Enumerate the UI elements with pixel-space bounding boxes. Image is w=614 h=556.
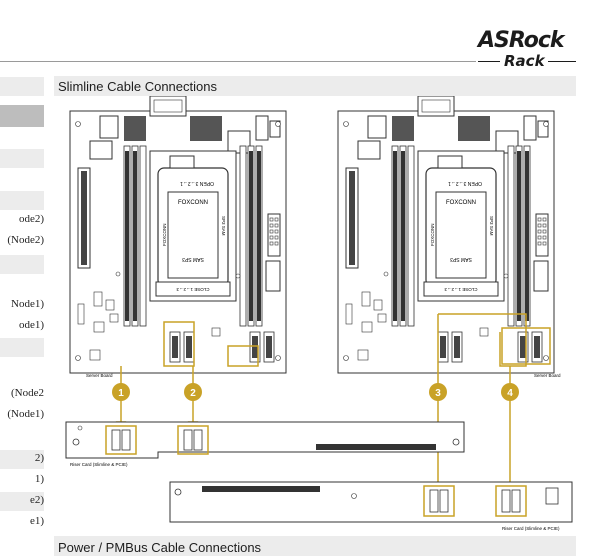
pcie-slot-top <box>316 444 436 450</box>
left-table-cell: e1) <box>29 515 44 527</box>
left-table-row <box>0 191 44 210</box>
left-table-row: (Node1) <box>0 406 44 425</box>
section-title: Slimline Cable Connections <box>58 79 217 94</box>
callout-group: 1 2 3 4 <box>112 383 519 401</box>
left-table-cell: 2) <box>34 452 44 464</box>
cpu-socket-label: SAM SP3 <box>450 256 472 262</box>
section-header-band <box>54 76 576 96</box>
callout-4: 4 <box>507 388 513 399</box>
left-table-cell: (Node2) <box>7 234 44 246</box>
left-table-row: e1) <box>0 513 44 532</box>
left-table-row <box>0 149 44 168</box>
left-table-row: ode2) <box>0 211 44 230</box>
riser-bottom-label: Riser Card (Slimline & PCIE) <box>502 526 560 531</box>
slimline-cable-diagram: OPEN 3→2→1 FOXCONN SAM SP3 FOXCONN SP3 S… <box>65 96 573 531</box>
highlight-right-route <box>438 313 527 367</box>
cable-highlights <box>163 313 551 367</box>
server-board-label-left: Server Board <box>86 373 113 378</box>
left-table-cell: ode2) <box>18 213 44 225</box>
left-table-cell: (Node2 <box>11 387 44 399</box>
left-table-header <box>0 77 44 96</box>
cpu-open-label: OPEN 3→2→1 <box>180 180 214 186</box>
left-table-cell: Node1) <box>11 298 44 310</box>
asrock-rack-logo: ASRock Rack <box>478 28 578 70</box>
highlight-left-connectors-2 <box>227 345 259 367</box>
header-rule <box>0 61 476 62</box>
riser-card-top: Riser Card (Slimline & PCIE) <box>65 421 465 467</box>
left-table-row <box>0 170 44 189</box>
server-board-left: OPEN 3→2→1 FOXCONN SAM SP3 FOXCONN SP3 S… <box>69 96 287 378</box>
left-table-cell: ode1) <box>18 319 44 331</box>
riser-bottom-connector-2-highlight <box>495 485 527 517</box>
callout-2: 2 <box>190 388 196 399</box>
left-table-cell: (Node1) <box>7 408 44 420</box>
logo-brand-bottom: Rack <box>504 52 545 70</box>
left-table-heading-row <box>0 105 44 127</box>
logo-brand-top: ASRock <box>478 28 565 53</box>
left-table-row: 1) <box>0 471 44 490</box>
logo-rule-left <box>478 61 500 62</box>
callout-3-circle <box>429 383 447 401</box>
cpu-side-left-label: FOXCONN <box>162 224 167 247</box>
callout-4-circle <box>501 383 519 401</box>
left-table-cell: 1) <box>34 473 44 485</box>
server-board-right: OPEN 3→2→1 FOXCONN SAM SP3 FOXCONN SP3 S… <box>337 96 561 378</box>
callout-1-circle <box>112 383 130 401</box>
cpu-side-right-label: SP3 SAM <box>489 216 494 236</box>
callout-3: 3 <box>435 388 441 399</box>
riser-top-connector-2-highlight <box>177 425 209 455</box>
riser-top-label: Riser Card (Slimline & PCIE) <box>70 462 128 467</box>
left-table-cell: e2) <box>29 494 44 506</box>
left-table-row: (Node2) <box>0 232 44 251</box>
left-table-row: (Node2 <box>0 385 44 404</box>
left-table-row: 2) <box>0 450 44 469</box>
left-table-row <box>0 255 44 274</box>
cpu-side-left-label: FOXCONN <box>430 224 435 247</box>
highlight-right-connectors <box>501 327 551 365</box>
riser-bottom-connector-1-highlight <box>423 485 455 517</box>
callout-1: 1 <box>118 388 124 399</box>
cpu-brand-label: FOXCONN <box>446 200 476 206</box>
cpu-close-label: CLOSE 1→2→3 <box>176 287 210 292</box>
cpu-socket-label: SAM SP3 <box>182 256 204 262</box>
cpu-brand-label: FOXCONN <box>178 200 208 206</box>
riser-top-connector-1-highlight <box>105 425 137 455</box>
cpu-open-label: OPEN 3→2→1 <box>448 180 482 186</box>
left-table-row: ode1) <box>0 317 44 336</box>
logo-rule-right <box>548 61 576 62</box>
left-table-row: e2) <box>0 492 44 511</box>
cpu-close-label: CLOSE 1→2→3 <box>444 287 478 292</box>
server-board-label-right: Server Board <box>534 373 561 378</box>
left-table-row: Node1) <box>0 296 44 315</box>
cpu-side-right-label: SP3 SAM <box>221 216 226 236</box>
callout-2-circle <box>184 383 202 401</box>
pcie-slot-bottom <box>202 486 320 492</box>
left-table-row <box>0 338 44 357</box>
next-section-title: Power / PMBus Cable Connections <box>58 540 262 555</box>
highlight-left-connectors <box>163 321 195 367</box>
riser-card-bottom: Riser Card (Slimline & PCIE) <box>169 481 573 531</box>
